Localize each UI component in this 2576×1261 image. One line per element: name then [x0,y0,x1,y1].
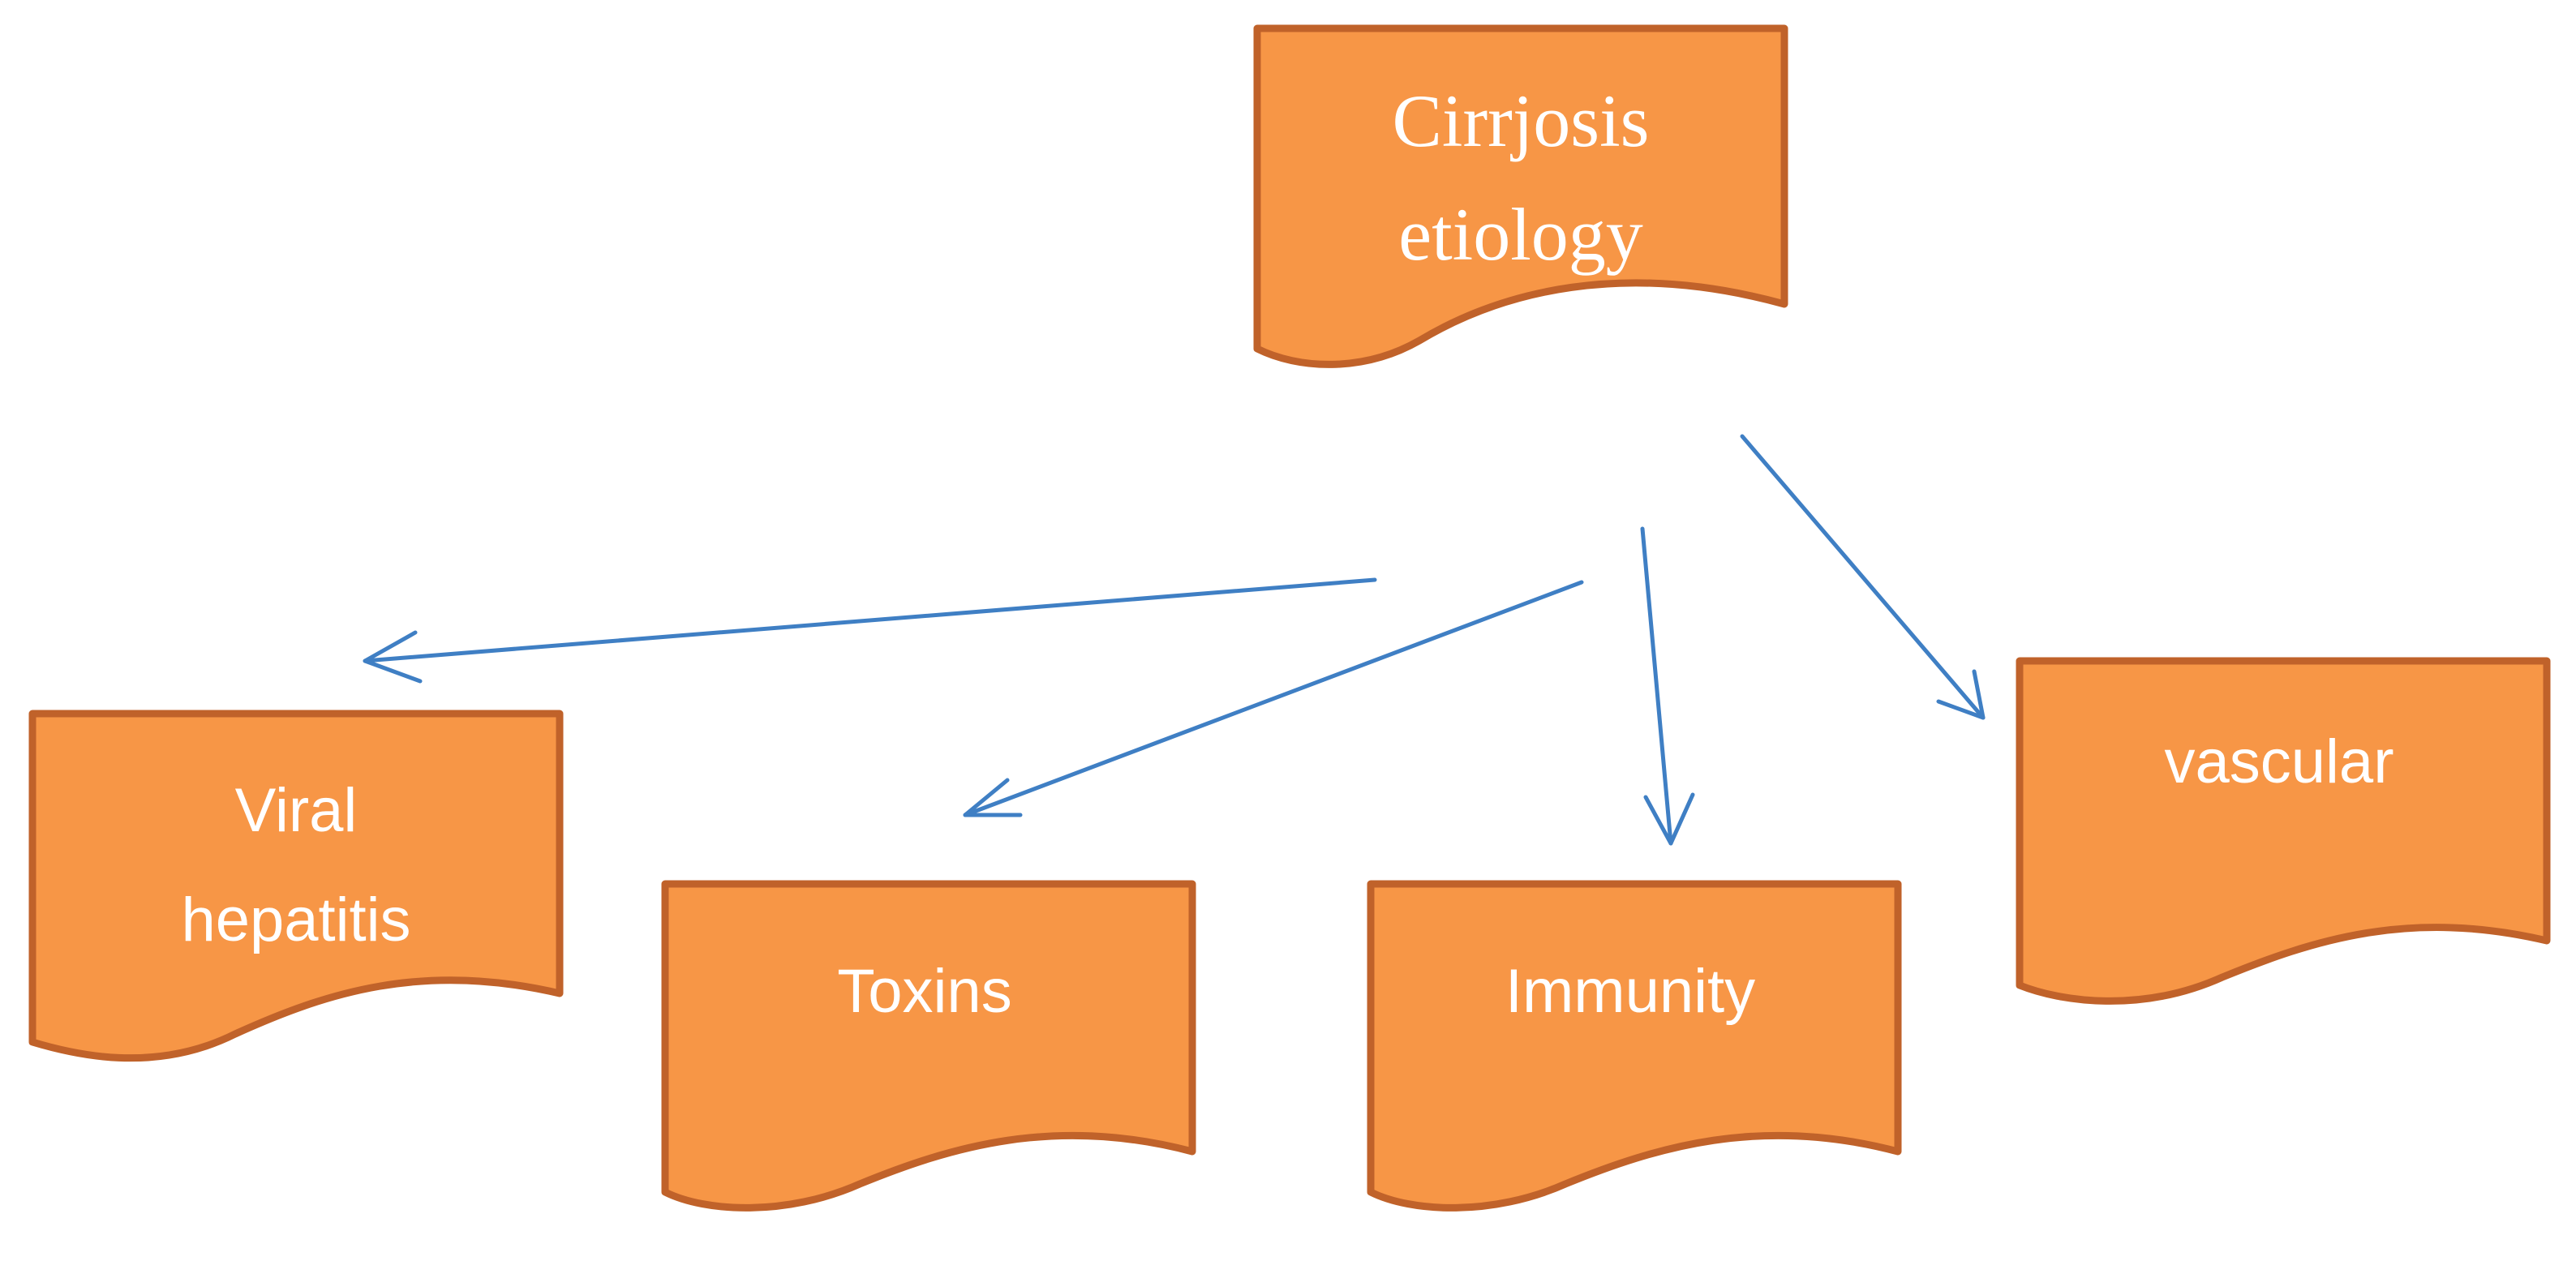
toxins-label: Toxins [837,957,1011,1026]
immunity-node: Immunity [1367,880,1902,1212]
vascular-label: vascular [2165,727,2394,796]
immunity-node-shape [1367,880,1902,1212]
toxins-node: Toxins [661,880,1196,1212]
vascular-node: vascular [2016,657,2551,1005]
arrow-to-vascular [1740,434,1986,720]
root-label-line2: etiology [1398,193,1643,276]
toxins-node-shape [661,880,1196,1212]
root-node: Cirrjosis etiology [1253,24,1788,368]
viral-hepatitis-label-line2: hepatitis [181,886,410,954]
root-label-line1: Cirrjosis [1393,79,1650,162]
viral-hepatitis-node-shape [28,710,564,1062]
arrow-to-viral-hepatitis [363,577,1377,684]
root-node-shape [1253,24,1788,368]
vascular-node-shape [2016,657,2551,1005]
viral-hepatitis-label-line1: Viral [235,776,358,845]
arrow-to-immunity [1640,526,1695,846]
immunity-label: Immunity [1505,957,1755,1026]
viral-hepatitis-node: Viral hepatitis [28,710,564,1062]
arrow-to-toxins [963,580,1584,817]
